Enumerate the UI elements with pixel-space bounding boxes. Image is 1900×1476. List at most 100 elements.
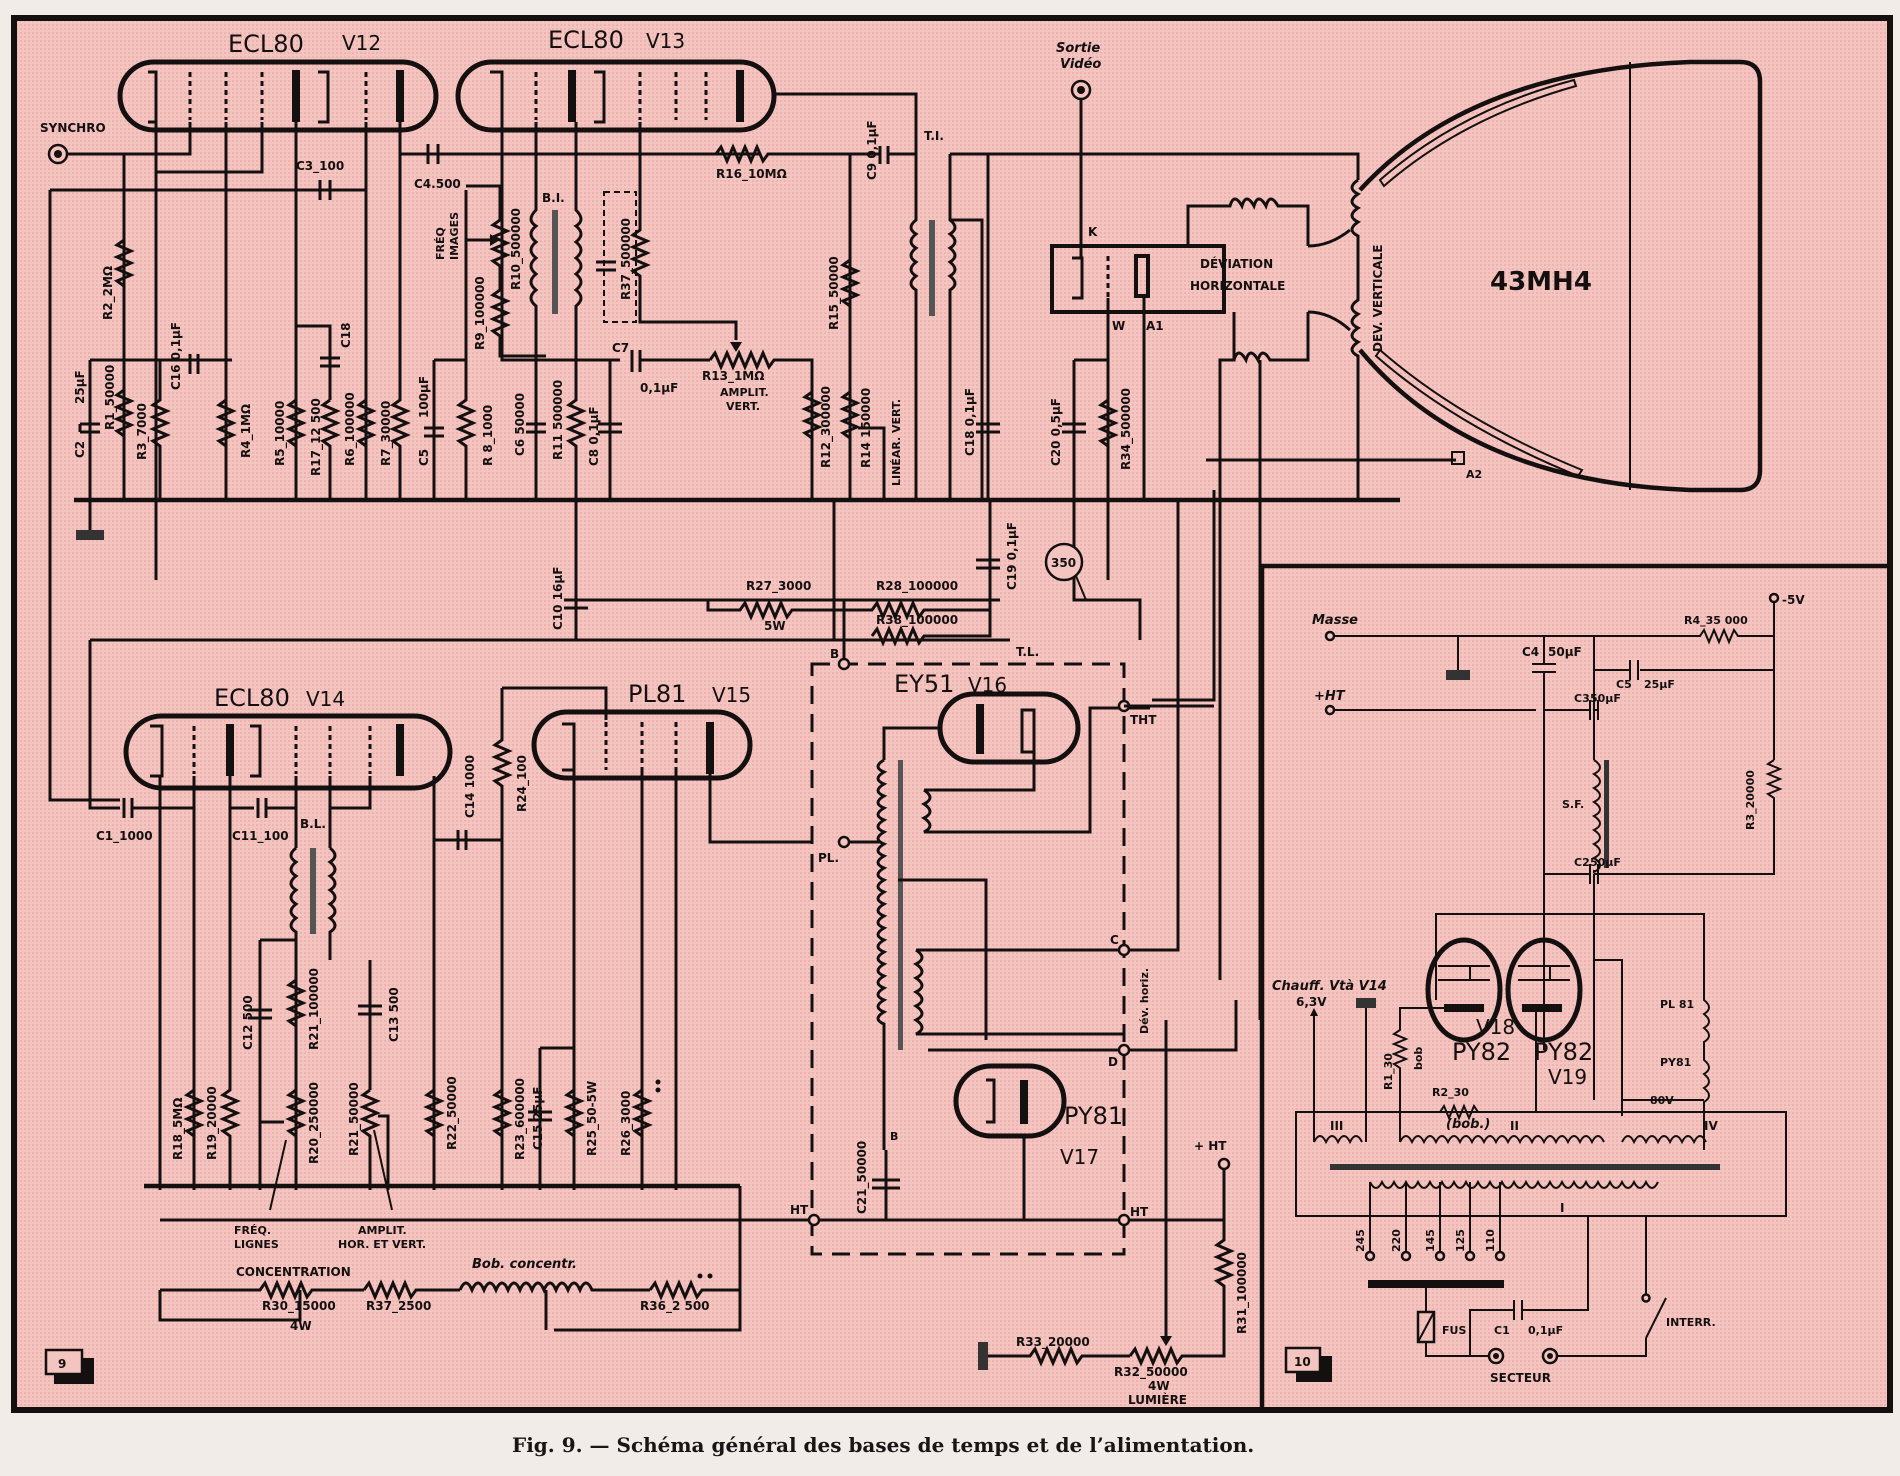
ps-c1-label: C1 <box>1494 1324 1510 1337</box>
resistor-r36: R36_2 500 <box>640 1273 740 1314</box>
ps-c1-value: 0,1µF <box>1528 1324 1563 1337</box>
c7-value: 0,1µF <box>640 381 678 395</box>
capacitor-c4: C4.500 <box>414 144 461 191</box>
freq-images-label-1: FRÉQ <box>434 227 447 260</box>
chauff-label: Chauff. Vtà V14 <box>1272 979 1387 994</box>
tube-v15-type: PL81 <box>628 680 686 708</box>
v63-label: 6,3V <box>1296 995 1327 1009</box>
line-transformer-box <box>810 662 1126 1256</box>
ps-c4-label: C4 <box>1522 645 1539 659</box>
tap-145-label: 145 <box>1424 1229 1437 1252</box>
capacitor-c21: C21_50000 B <box>855 1130 900 1220</box>
tube-v17-type: PY81 <box>1064 1102 1123 1130</box>
resistor-r4: R4_1MΩ <box>215 398 254 458</box>
c4-label: C4.500 <box>414 177 461 191</box>
capacitor-c11: C11_100 <box>232 798 296 844</box>
c18b-label: C18 0,1µF <box>963 388 977 456</box>
plus-ht-label: +HT <box>1314 689 1346 704</box>
c5-value: 100µF <box>417 376 431 418</box>
capacitor-c18-right: C18 0,1µF <box>963 154 1000 500</box>
tube-v17: PY81 V17 <box>953 1063 1123 1169</box>
c14-value: C14 1000 <box>463 755 477 818</box>
resistor-r17: R17_12 500 <box>309 398 341 500</box>
tube-v16-type: EY51 <box>894 670 954 698</box>
tube-v13-type: ECL80 <box>548 26 624 54</box>
ps-c4-value: 50µF <box>1548 645 1582 659</box>
r14-label: R14 150000 <box>859 388 873 468</box>
resistor-r5: R5_10000 <box>273 398 307 466</box>
resistor-r31: R31_100000 <box>1200 1169 1250 1358</box>
b-label-1: B <box>830 647 839 661</box>
fuse-label: FUS <box>1442 1324 1466 1337</box>
c7-label: C7 <box>612 341 629 355</box>
focus-coil <box>458 1281 650 1330</box>
r23-label: R23_600000 <box>513 1078 528 1160</box>
test-point-label: 350 <box>1051 556 1076 570</box>
crt-43mh4: 43MH4 A2 <box>1206 59 1763 493</box>
transformer-ti: T.I. <box>774 92 1360 500</box>
capacitor-c6: C6 50000 <box>513 393 546 456</box>
c-label: C <box>1110 933 1119 947</box>
video-out-connector: Sortie Vidéo <box>1056 41 1101 258</box>
ps-r3-label: R3_20000 <box>1744 770 1757 830</box>
panel-10-border <box>1259 563 1890 1410</box>
resistor-r32: R32_50000 4W LUMIÈRE <box>1114 1020 1200 1407</box>
bl-label: B.L. <box>300 817 326 831</box>
tube-v12: ECL80 V12 <box>117 30 439 133</box>
resistor-r27: R27_3000 5W R28_100000 <box>706 579 990 633</box>
power-switch[interactable] <box>1645 1216 1667 1339</box>
r32-label: R32_50000 <box>1114 1365 1188 1380</box>
ps-r1-type: bob <box>1412 1047 1425 1070</box>
voltage-selector-bar[interactable] <box>1368 1280 1504 1288</box>
minus-5v-label: -5V <box>1782 593 1805 607</box>
resistor-r12: R12_300000 <box>801 386 834 468</box>
r38-label: R38_100000 <box>876 613 958 628</box>
linear-vert-label: LINÉAR. VERT. <box>890 399 903 486</box>
tube-v12-id: V12 <box>342 31 381 55</box>
freq-images-label-2: IMAGES <box>448 212 461 260</box>
ps-r4-label: R4_35 000 <box>1684 614 1748 627</box>
r4-label: R4_1MΩ <box>239 404 254 458</box>
dev-hor-label: Dév. horiz. <box>1138 968 1151 1034</box>
power-supply-panel: Masse C4 50µF +HT C3 50µF R4_35 000 -5V … <box>1272 592 1805 1385</box>
tube-v18: V18 PY82 <box>1425 937 1515 1066</box>
r18-label: R18_5MΩ <box>171 1098 186 1160</box>
r27-power: 5W <box>764 619 786 633</box>
dev-vert-label: DEV. VERTICALE <box>1371 245 1385 352</box>
v80-label: 80V <box>1650 1094 1674 1107</box>
transformer-bl: B.L. <box>289 817 337 1190</box>
ps-c5-value: 25µF <box>1644 678 1675 691</box>
capacitor-c10: C10 16µF <box>551 567 1000 630</box>
c16-label: C16 0,1µF <box>169 322 183 390</box>
sf-label: S.F. <box>1562 798 1584 811</box>
r9-label: R9_100000 <box>473 276 488 350</box>
r33-label: R33_20000 <box>1016 1335 1090 1350</box>
r20-label: R20_250000 <box>307 1082 322 1164</box>
ps-c5-label: C5 <box>1616 678 1632 691</box>
k-label: K <box>1088 225 1098 239</box>
resistor-r2: R2_2MΩ <box>101 238 135 320</box>
c6-label: C6 50000 <box>513 393 527 456</box>
tube-v13-id: V13 <box>646 29 685 53</box>
r30-power: 4W <box>290 1319 312 1333</box>
line-transformer <box>876 758 1124 1150</box>
b-label-2: B <box>890 1130 898 1143</box>
crt-type: 43MH4 <box>1490 267 1592 297</box>
r22-label: R22_50000 <box>445 1076 460 1150</box>
tap-245-label: 245 <box>1354 1229 1367 1252</box>
r11-label: R11 500000 <box>551 380 565 460</box>
tap-220-label: 220 <box>1390 1229 1403 1252</box>
winding-ii-label: II <box>1510 1119 1519 1133</box>
capacitor-c19: C19 0,1µF <box>976 522 1019 590</box>
r10-label: R10_500000 <box>509 208 524 290</box>
deviation-horizontal-label-2: HORIZONTALE <box>1190 279 1285 293</box>
resistor-r37: R37_500000 <box>596 122 738 340</box>
bi-label: B.I. <box>542 191 565 205</box>
ground-symbol-top <box>76 500 104 540</box>
amplit-hv-label-2: HOR. ET VERT. <box>338 1238 426 1251</box>
capacitor-c3: C3_100 <box>296 159 344 200</box>
bob-concentr-label: Bob. concentr. <box>472 1257 577 1272</box>
capacitor-c18-top: C18 <box>296 322 353 400</box>
plus-ht-bottom-label: + HT <box>1194 1139 1227 1153</box>
freq-lignes-label-2: LIGNES <box>234 1238 279 1251</box>
